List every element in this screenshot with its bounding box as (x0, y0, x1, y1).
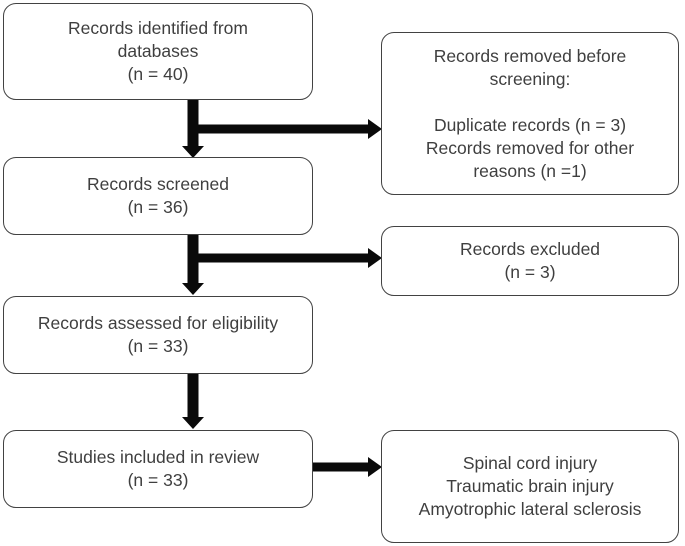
box-records-removed-before-screening: Records removed before screening: Duplic… (381, 32, 679, 195)
arrow-head-right-icon (368, 119, 382, 139)
box-text-line: Records assessed for eligibility (37, 313, 279, 333)
box-text-line: (n = 3) (504, 262, 556, 282)
box-text-line: databases (117, 41, 199, 61)
box-text-line: Duplicate records (n = 3) (433, 114, 627, 135)
arrow-screened-to-assessed (182, 233, 204, 295)
box-text-line: (n = 40) (127, 64, 189, 84)
box-text-line: (n = 33) (127, 470, 189, 490)
box-studies-included-in-review: Studies included in review (n = 33) (3, 430, 313, 508)
box-text-line: Traumatic brain injury (446, 476, 614, 496)
box-text-line: Studies included in review (56, 447, 260, 467)
box-text-line: Records removed before (433, 45, 627, 66)
box-text-line: screening: (489, 68, 571, 89)
box-text-line: reasons (n =1) (473, 160, 587, 181)
box-text-line: Spinal cord injury (462, 453, 598, 473)
arrow-identified-to-removed (188, 119, 382, 139)
box-records-screened: Records screened (n = 36) (3, 157, 313, 235)
arrow-included-to-conditions (313, 457, 382, 477)
arrow-head-down-icon (182, 283, 204, 295)
arrow-head-down-icon (182, 417, 204, 429)
box-text-line (528, 91, 533, 114)
box-records-excluded: Records excluded (n = 3) (381, 226, 679, 296)
arrow-assessed-to-included (182, 373, 204, 429)
box-text-line: Records excluded (459, 239, 601, 259)
arrow-head-right-icon (368, 248, 382, 268)
arrow-head-right-icon (368, 457, 382, 477)
box-text-line: Records screened (86, 174, 230, 194)
box-text-line: Records identified from (68, 18, 248, 38)
arrow-identified-to-screened (182, 99, 204, 158)
box-records-assessed-for-eligibility: Records assessed for eligibility (n = 33… (3, 296, 313, 374)
box-records-identified: Records identified from databases (n = 4… (3, 3, 313, 100)
box-text-line: Amyotrophic lateral sclerosis (418, 499, 642, 519)
arrow-screened-to-excluded (188, 248, 382, 268)
arrow-head-down-icon (182, 146, 204, 158)
box-included-conditions: Spinal cord injury Traumatic brain injur… (381, 430, 679, 543)
box-text-line: Records removed for other (425, 137, 635, 158)
box-text-line: (n = 36) (127, 197, 189, 217)
box-text-line: (n = 33) (127, 336, 189, 356)
